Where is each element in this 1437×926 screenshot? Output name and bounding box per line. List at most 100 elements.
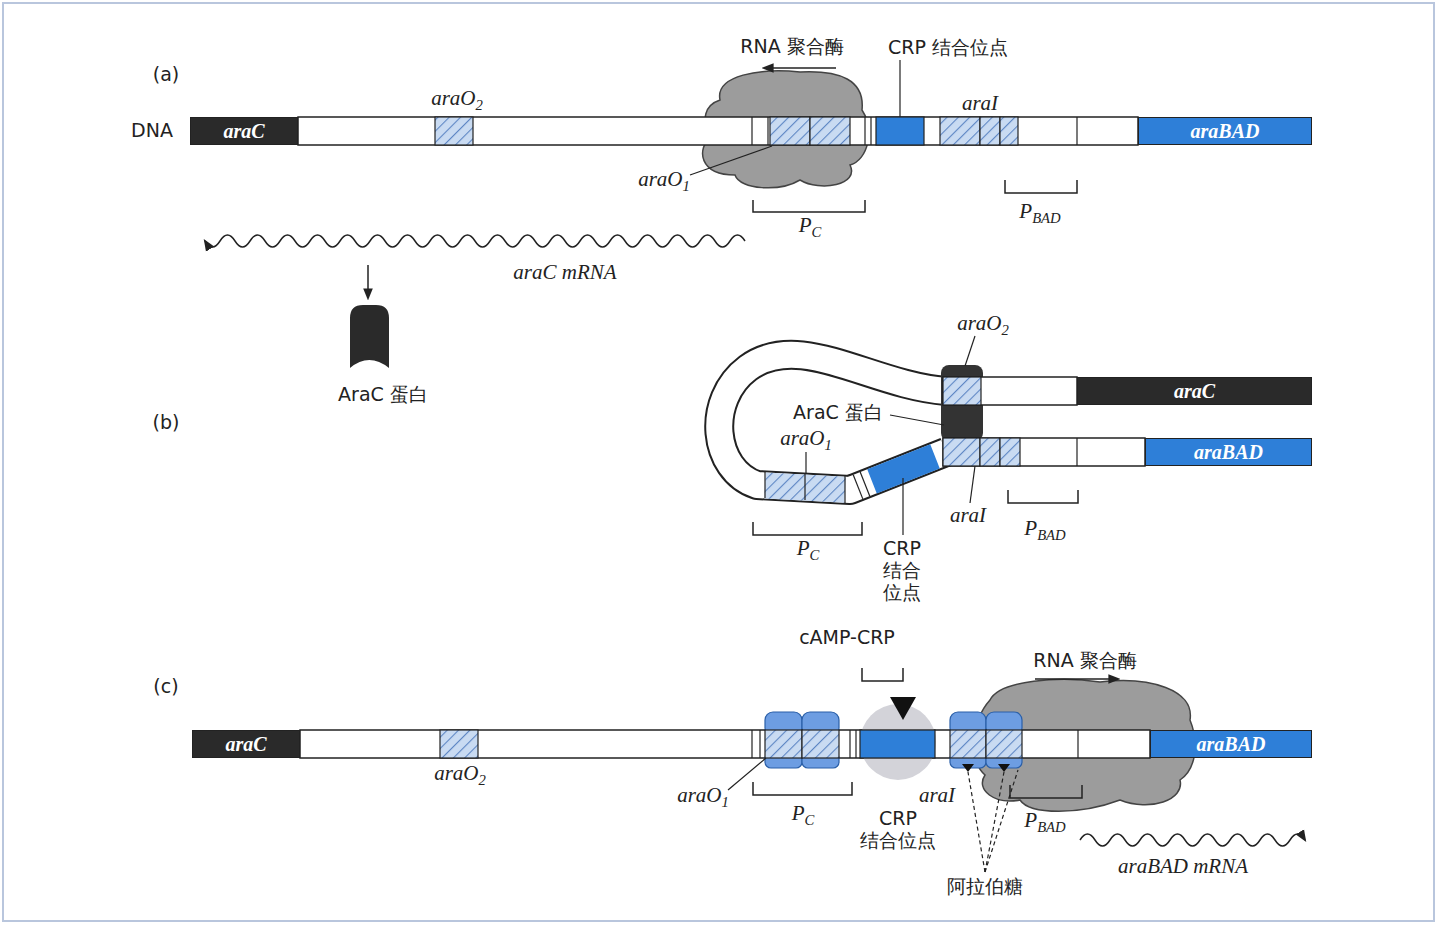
segment-line <box>864 117 865 145</box>
gene-box: araC <box>192 730 300 758</box>
translation-arrow <box>367 265 369 298</box>
gene-box: araBAD <box>1138 117 1312 145</box>
label-text: PBAD <box>1024 516 1065 544</box>
gene-name: araBAD <box>1197 733 1266 756</box>
leader-line <box>890 415 944 425</box>
crp-site <box>860 730 935 758</box>
text-main: P <box>1024 516 1037 540</box>
label-text: RNA 聚合酶 <box>1033 650 1136 672</box>
leader-line <box>968 772 985 872</box>
promoter-bracket <box>753 200 865 212</box>
gene-box: araBAD <box>1150 730 1312 758</box>
label-text: cAMP-CRP <box>799 627 895 649</box>
text-main: araO <box>431 86 475 110</box>
subscript: BAD <box>1032 210 1061 226</box>
gene-name: araBAD <box>1191 120 1260 143</box>
operator-site <box>765 730 802 758</box>
label-text: araO1 <box>677 783 729 811</box>
promoter-bracket <box>753 522 862 535</box>
segment-line <box>855 730 856 758</box>
frame <box>3 3 1434 921</box>
label-text: CRP 结合位点 <box>888 37 1008 59</box>
leader-line <box>899 60 900 117</box>
leader-line <box>728 758 766 790</box>
subscript: C <box>805 812 815 828</box>
label-text: araI <box>919 783 955 807</box>
operator-site <box>980 438 1000 466</box>
text-main: araO <box>434 761 478 785</box>
label-text: araO1 <box>780 426 832 454</box>
camp-symbol <box>890 697 916 720</box>
subscript: 2 <box>1002 322 1009 338</box>
subscript: 1 <box>722 794 729 810</box>
segment-line <box>764 472 765 498</box>
segment-lines <box>752 730 1078 758</box>
operator-site <box>1000 438 1020 466</box>
segment-line <box>1077 730 1078 758</box>
gene-box: araC <box>1077 377 1312 405</box>
label-text: araO2 <box>957 311 1009 339</box>
operator-site <box>940 117 980 145</box>
operator-site <box>986 730 1022 758</box>
operator-site <box>950 730 986 758</box>
crp-site <box>876 117 924 145</box>
gene-name: araBAD <box>1194 441 1263 464</box>
text-main: P <box>792 801 805 825</box>
label-text: araI <box>962 91 998 115</box>
leader-line <box>970 466 975 503</box>
subscript: 2 <box>479 772 486 788</box>
segment-line <box>751 117 752 145</box>
leader-line <box>690 146 772 175</box>
label-text: (b) <box>153 412 180 434</box>
segment-line <box>853 475 863 499</box>
segment-line <box>767 117 768 145</box>
label-text: araO2 <box>434 761 486 789</box>
text-main: araO <box>780 426 824 450</box>
segment-lines <box>765 472 870 503</box>
label-text: AraC 蛋白 <box>338 384 428 406</box>
operator-site <box>810 117 850 145</box>
text-main: araO <box>677 783 721 807</box>
arac-protein <box>350 305 389 368</box>
subscript: C <box>812 224 822 240</box>
promoter-bracket <box>1010 785 1082 798</box>
text-main: P <box>799 213 812 237</box>
segment-line <box>759 730 760 758</box>
segment-line <box>849 730 850 758</box>
label-text: PC <box>792 801 815 829</box>
gene-box: araBAD <box>1145 438 1312 466</box>
subscript: C <box>810 547 820 563</box>
subscript: BAD <box>1037 819 1066 835</box>
label-text: PC <box>797 536 820 564</box>
label-text: araO2 <box>431 86 483 114</box>
crp-site <box>872 456 935 481</box>
dna-strand <box>943 377 1077 405</box>
text-main: P <box>1024 808 1037 832</box>
gene-name: araC <box>1174 380 1215 403</box>
promoter-bracket <box>753 782 852 795</box>
segment-line <box>860 472 870 496</box>
gene-name: araC <box>225 733 266 756</box>
operator-site <box>435 117 473 145</box>
operator-site <box>943 438 980 466</box>
segment-line <box>804 474 805 500</box>
operator-site <box>980 117 1000 145</box>
camp-bracket <box>862 668 903 681</box>
leader-line <box>805 452 806 474</box>
arabinose-symbol <box>962 764 1010 772</box>
operator-site <box>802 730 839 758</box>
operator-site <box>1000 117 1018 145</box>
gene-box: araC <box>190 117 298 145</box>
dna-strand <box>943 438 1145 466</box>
mrna-wave <box>205 235 745 247</box>
label-text: CRP 结合位点 <box>852 808 944 852</box>
label-text: (a) <box>153 64 179 86</box>
arac-proteins <box>765 712 1022 768</box>
label-text: (c) <box>153 676 178 698</box>
operator-site <box>943 377 981 405</box>
direction-arrow <box>764 67 836 69</box>
subscript: 1 <box>683 178 690 194</box>
label-text: PBAD <box>1019 199 1060 227</box>
label-text: araO1 <box>638 167 690 195</box>
